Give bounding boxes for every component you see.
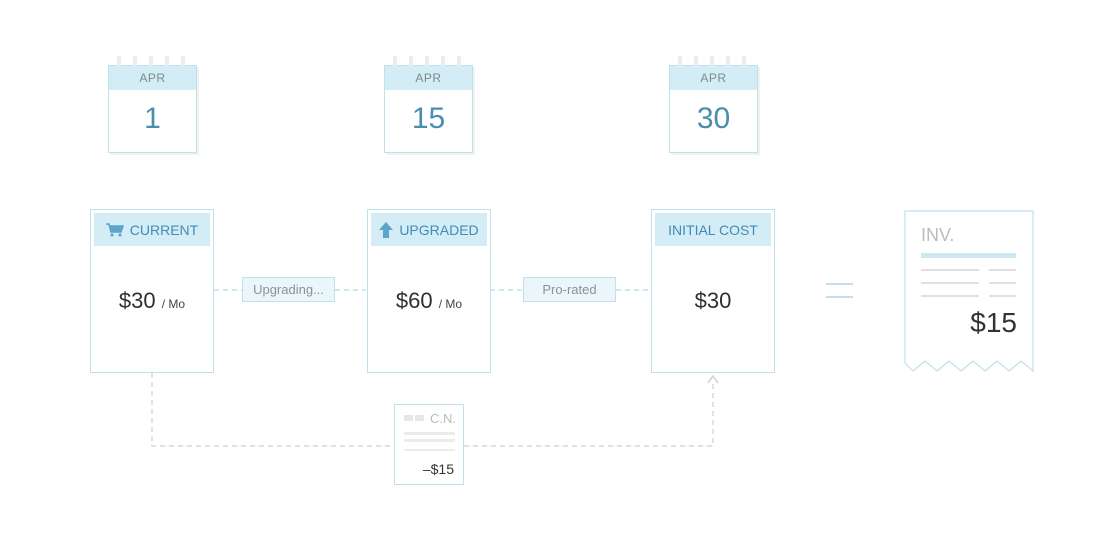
current-plan-card: CURRENT $30 / Mo [90, 209, 214, 373]
calendar-rings-icon [117, 56, 189, 68]
invoice-header-bar [921, 253, 1016, 258]
card-title: INITIAL COST [668, 221, 758, 238]
arrow-up-icon [379, 221, 394, 238]
calendar-apr-15: APR 15 [384, 56, 473, 153]
price-period: / Mo [161, 297, 186, 311]
upgrading-label: Upgrading... [242, 277, 335, 302]
calendar-month: APR [109, 66, 196, 90]
cart-icon [105, 222, 124, 236]
credit-note-return-line [464, 380, 714, 447]
price-amount: $60 [395, 288, 433, 313]
equals-sign-bottom [826, 296, 853, 298]
calendar-month: APR [385, 66, 472, 90]
card-title: UPGRADED [399, 221, 479, 238]
calendar-rings-icon [393, 56, 465, 68]
arrow-head-icon [707, 374, 719, 384]
card-price: $30 [652, 288, 774, 314]
card-price: $60 / Mo [368, 288, 490, 314]
invoice-label: INV. [921, 225, 955, 245]
equals-sign-top [826, 283, 853, 285]
card-header: UPGRADED [371, 213, 487, 246]
calendar-month: APR [670, 66, 757, 90]
card-price: $30 / Mo [91, 288, 213, 314]
invoice-total: $15 [970, 307, 1017, 338]
credit-note-amount: –$15 [422, 461, 454, 477]
calendar-apr-30: APR 30 [669, 56, 758, 153]
calendar-day: 30 [696, 102, 731, 135]
calendar-apr-1: APR 1 [108, 56, 197, 153]
card-title: CURRENT [129, 221, 199, 238]
initial-cost-card: INITIAL COST $30 [651, 209, 775, 373]
invoice-outline [904, 210, 1034, 373]
credit-note-label: C.N. [430, 411, 456, 426]
credit-note: C.N. –$15 [394, 404, 464, 485]
prorated-label: Pro-rated [523, 277, 616, 302]
credit-note-lines [404, 415, 455, 451]
price-amount: $30 [118, 288, 156, 313]
calendar-day: 15 [411, 102, 446, 135]
calendar-day: 1 [144, 102, 161, 135]
price-period: / Mo [438, 297, 463, 311]
card-header: INITIAL COST [655, 213, 771, 246]
invoice: INV. $15 [904, 211, 1034, 373]
calendar-rings-icon [678, 56, 750, 68]
credit-note-flow-line [151, 373, 394, 447]
upgraded-plan-card: UPGRADED $60 / Mo [367, 209, 491, 373]
price-amount: $30 [694, 288, 732, 313]
card-header: CURRENT [94, 213, 210, 246]
